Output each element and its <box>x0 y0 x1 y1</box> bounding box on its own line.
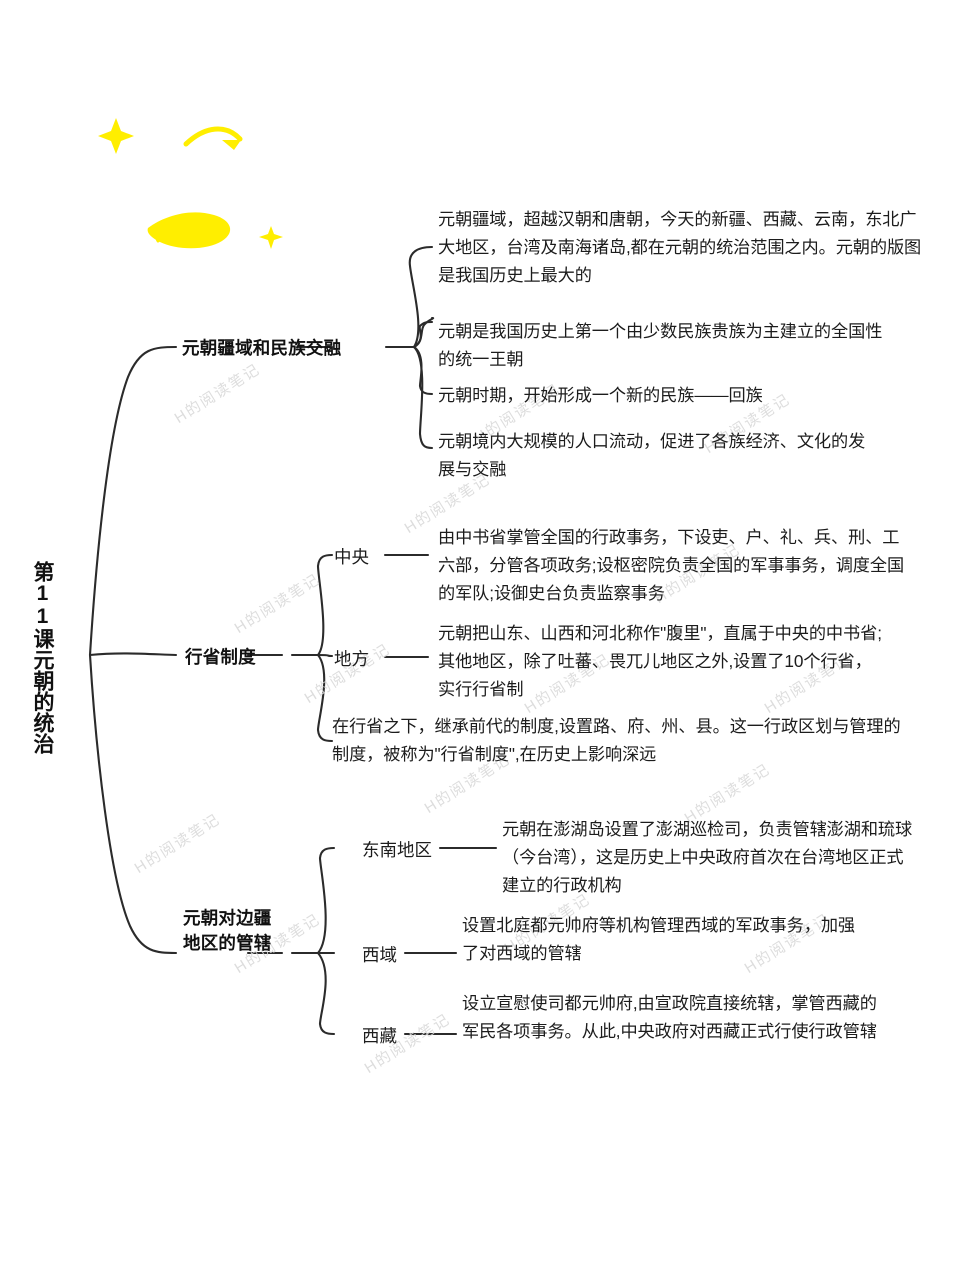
wire-root-to-branch-2 <box>88 652 178 657</box>
wire-branch-2-child-2 <box>316 653 334 658</box>
leaf-text-2-3[interactable]: 在行省之下，继承前代的制度,设置路、府、州、县。这一行政区划与管理的制度，被称为… <box>332 716 901 764</box>
node-label-dongnan-diqu[interactable]: 东南地区 <box>362 840 432 860</box>
wire-root-to-branch-3 <box>88 653 178 955</box>
wire-branch-1-leaf-3 <box>412 345 434 396</box>
root-node-label[interactable]: 第11课元朝的统治 <box>31 560 54 754</box>
wire-branch-1-hub-a <box>412 316 435 349</box>
branch-title-yuanchao-jiangyu[interactable]: 元朝疆域和民族交融 <box>182 338 342 358</box>
leaf-text-3-2[interactable]: 设置北庭都元帅府等机构管理西域的军政事务，加强了对西域的管辖 <box>462 915 856 963</box>
branch-title-bianjiang-guanxia[interactable]: 元朝对边疆 地区的管辖 <box>183 908 272 953</box>
wire-branch-1-leaf-1 <box>408 245 434 349</box>
leaf-text-3-3[interactable]: 设立宣慰使司都元帅府,由宣政院直接统辖，掌管西藏的军民各项事务。从此,中央政府对… <box>462 993 877 1041</box>
swoosh-arrow-head-icon <box>222 140 241 150</box>
swoosh-arrow-icon <box>183 126 243 147</box>
wire-root-to-branch-1 <box>88 345 178 657</box>
small-star-icon <box>259 226 283 249</box>
leaf-text-2-1[interactable]: 由中书省掌管全国的行政事务，下设吏、户、礼、兵、刑、工六部，分管各项政务;设枢密… <box>438 527 905 603</box>
wire-branch-1-leaf-2 <box>412 320 434 349</box>
watermark: H的阅读笔记 <box>171 360 264 427</box>
wire-branch-3-child-3 <box>316 951 336 1036</box>
node-label-xiyu[interactable]: 西域 <box>362 945 397 965</box>
brush-stroke-icon <box>147 212 231 249</box>
branch-title-xingsheng-zhidu[interactable]: 行省制度 <box>185 647 256 667</box>
leaf-text-3-1[interactable]: 元朝在澎湖岛设置了澎湖巡检司，负责管辖澎湖和琉球（今台湾），这是历史上中央政府首… <box>502 819 913 895</box>
leaf-text-2-2[interactable]: 元朝把山东、山西和河北称作"腹里"，直属于中央的中书省;其他地区，除了吐蕃、畏兀… <box>438 623 882 699</box>
brush-stroke-tail-icon <box>150 227 172 245</box>
watermark: H的阅读笔记 <box>131 810 224 877</box>
wire-branch-2-child-1 <box>316 553 334 657</box>
leaf-text-1-1[interactable]: 元朝疆域，超越汉朝和唐朝，今天的新疆、西藏、云南，东北广大地区，台湾及南海诸岛,… <box>438 209 922 285</box>
leaf-text-1-3[interactable]: 元朝时期，开始形成一个新的民族——回族 <box>438 385 763 405</box>
watermark: H的阅读笔记 <box>231 570 324 637</box>
wire-branch-1-leaf-4 <box>412 345 434 450</box>
node-label-difang[interactable]: 地方 <box>334 649 369 669</box>
four-point-star-icon <box>98 118 134 154</box>
wire-branch-3-child-1 <box>316 846 336 955</box>
leaf-text-1-4[interactable]: 元朝境内大规模的人口流动，促进了各族经济、文化的发展与交融 <box>438 431 866 479</box>
node-label-xizang[interactable]: 西藏 <box>362 1026 397 1046</box>
leaf-text-1-2[interactable]: 元朝是我国历史上第一个由少数民族贵族为主建立的全国性的统一王朝 <box>438 321 883 369</box>
node-label-zhongyang[interactable]: 中央 <box>334 547 369 567</box>
